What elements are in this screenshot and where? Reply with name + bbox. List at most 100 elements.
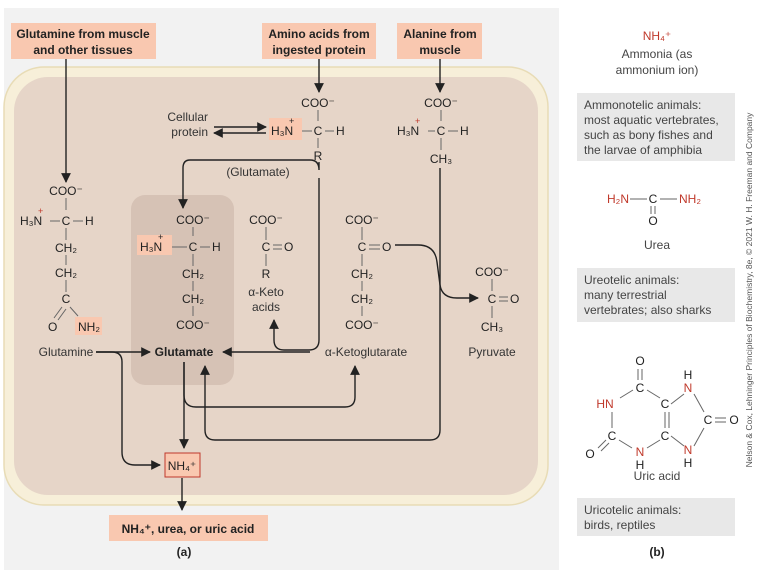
svg-text:O: O: [510, 292, 519, 306]
svg-text:Ammonotelic animals:: Ammonotelic animals:: [584, 98, 701, 112]
svg-text:most aquatic vertebrates,: most aquatic vertebrates,: [584, 113, 719, 127]
svg-text:C: C: [62, 292, 71, 306]
svg-text:C: C: [636, 381, 645, 395]
svg-text:ammonium ion): ammonium ion): [616, 63, 699, 77]
svg-text:COO⁻: COO⁻: [301, 96, 335, 110]
svg-text:CH₃: CH₃: [481, 320, 503, 334]
pyruvate-structure: COO⁻ C O CH₃ Pyruvate: [468, 265, 519, 359]
arrow-alanine-loop: [200, 168, 441, 441]
svg-text:α-Keto: α-Keto: [248, 285, 284, 299]
urea-entry: H₂N C NH₂ O Urea: [607, 192, 701, 252]
output-box: NH₄⁺, urea, or uric acid: [109, 515, 268, 541]
svg-text:NH₄⁺: NH₄⁺: [168, 459, 197, 473]
svg-text:protein: protein: [171, 125, 208, 139]
svg-text:O: O: [382, 240, 391, 254]
svg-text:such as bony fishes and: such as bony fishes and: [584, 128, 713, 142]
svg-text:ingested protein: ingested protein: [272, 43, 365, 57]
svg-text:O: O: [635, 354, 644, 368]
svg-text:acids: acids: [252, 300, 280, 314]
svg-text:H₃N: H₃N: [271, 124, 293, 138]
uricotelic-box: Uricotelic animals: birds, reptiles: [577, 498, 735, 536]
svg-text:C: C: [262, 240, 271, 254]
svg-text:C: C: [661, 429, 670, 443]
svg-text:COO⁻: COO⁻: [475, 265, 509, 279]
svg-text:C: C: [358, 240, 367, 254]
svg-text:C: C: [437, 124, 446, 138]
svg-text:COO⁻: COO⁻: [176, 318, 210, 332]
svg-text:CH₂: CH₂: [351, 292, 373, 306]
svg-text:birds, reptiles: birds, reptiles: [584, 518, 655, 532]
svg-text:R: R: [262, 267, 271, 281]
svg-text:H: H: [336, 124, 345, 138]
svg-text:H: H: [460, 124, 469, 138]
glutamine-source-box: Glutamine from muscle and other tissues: [11, 23, 156, 59]
ammonotelic-box: Ammonotelic animals: most aquatic verteb…: [577, 93, 735, 161]
svg-text:H₂N: H₂N: [607, 192, 629, 206]
arrow-to-keto-acids: [269, 178, 320, 351]
svg-text:HN: HN: [596, 397, 613, 411]
svg-text:CH₂: CH₂: [351, 267, 373, 281]
svg-text:Uricotelic animals:: Uricotelic animals:: [584, 503, 681, 517]
glutamate-paren-label: (Glutamate): [226, 165, 289, 179]
svg-text:COO⁻: COO⁻: [345, 318, 379, 332]
inner-cell: [14, 77, 538, 495]
glutamate-structure: COO⁻ H₃N + C H CH₂ CH₂ COO⁻ Glutamate: [137, 213, 221, 359]
svg-text:NH₄⁺, urea, or uric acid: NH₄⁺, urea, or uric acid: [122, 522, 255, 536]
svg-text:+: +: [38, 206, 43, 216]
ureotelic-box: Ureotelic animals: many terrestrial vert…: [577, 268, 735, 322]
svg-text:H: H: [684, 456, 693, 470]
svg-text:Glutamine: Glutamine: [39, 345, 94, 359]
svg-text:Glutamate: Glutamate: [155, 345, 214, 359]
svg-text:+: +: [289, 116, 294, 126]
svg-text:Alanine from: Alanine from: [403, 27, 476, 41]
svg-text:vertebrates; also sharks: vertebrates; also sharks: [584, 303, 711, 317]
svg-text:muscle: muscle: [419, 43, 461, 57]
svg-text:COO⁻: COO⁻: [249, 213, 283, 227]
ammonium-box: NH₄⁺: [164, 452, 201, 478]
svg-text:CH₂: CH₂: [182, 267, 204, 281]
svg-text:H: H: [212, 240, 221, 254]
panel-a-label: (a): [177, 545, 192, 559]
svg-text:H: H: [684, 368, 693, 382]
svg-text:C: C: [189, 240, 198, 254]
svg-text:H₃N: H₃N: [397, 124, 419, 138]
arrow-to-pyruvate: [395, 244, 479, 303]
svg-text:C: C: [649, 192, 658, 206]
svg-text:N: N: [684, 381, 693, 395]
alanine-structure: COO⁻ H₃N + C H CH₃: [397, 96, 469, 166]
keto-acid-structure: COO⁻ C O R α-Keto acids: [248, 213, 293, 314]
svg-text:H: H: [636, 458, 645, 472]
svg-text:C: C: [62, 214, 71, 228]
svg-text:H₃N: H₃N: [20, 214, 42, 228]
svg-text:H: H: [85, 214, 94, 228]
panel-b-label: (b): [649, 545, 664, 559]
amino-acids-source-box: Amino acids from ingested protein: [262, 23, 376, 59]
svg-text:R: R: [314, 149, 323, 163]
svg-text:CH₂: CH₂: [182, 292, 204, 306]
svg-text:COO⁻: COO⁻: [424, 96, 458, 110]
credit-line: Nelson & Cox, Lehninger Principles of Bi…: [744, 112, 754, 468]
svg-text:Pyruvate: Pyruvate: [468, 345, 516, 359]
svg-text:NH₂: NH₂: [679, 192, 701, 206]
svg-text:+: +: [415, 116, 420, 126]
svg-text:Uric acid: Uric acid: [634, 469, 681, 483]
svg-text:C: C: [661, 397, 670, 411]
svg-text:CH₂: CH₂: [55, 266, 77, 280]
svg-text:O: O: [648, 214, 657, 228]
svg-text:C: C: [704, 413, 713, 427]
arrow-glutamate-from-amino: [178, 159, 320, 209]
svg-text:COO⁻: COO⁻: [176, 213, 210, 227]
svg-text:O: O: [729, 413, 738, 427]
svg-text:many terrestrial: many terrestrial: [584, 288, 667, 302]
svg-text:O: O: [585, 447, 594, 461]
glutamine-structure: COO⁻ H₃N + C H CH₂ CH₂ C O NH₂ Glutamine: [20, 184, 102, 359]
svg-text:C: C: [608, 429, 617, 443]
amino-acid-structure: COO⁻ H₃N + C H R: [269, 96, 345, 163]
ammonia-entry: NH₄⁺ Ammonia (as ammonium ion): [616, 29, 699, 77]
svg-text:CH₃: CH₃: [430, 152, 452, 166]
svg-text:COO⁻: COO⁻: [49, 184, 83, 198]
svg-text:NH₄⁺: NH₄⁺: [643, 29, 672, 43]
svg-text:C: C: [488, 292, 497, 306]
